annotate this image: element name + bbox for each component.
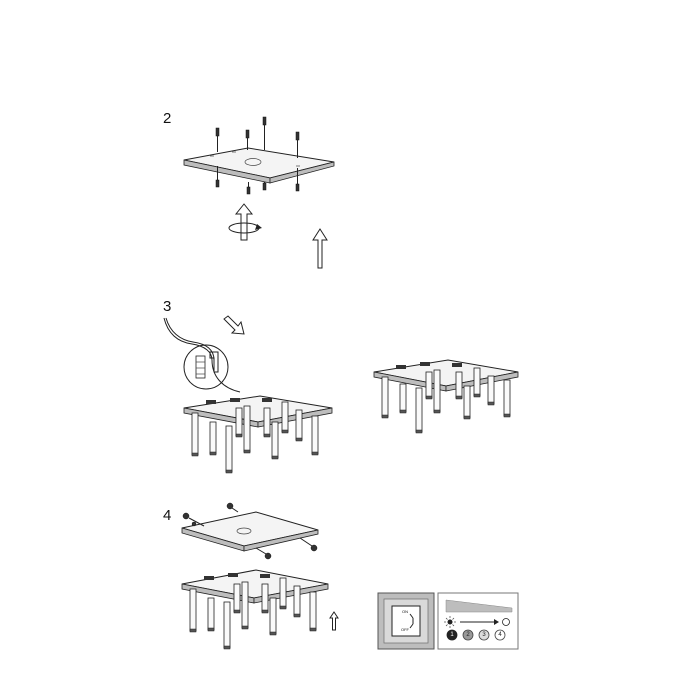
step-4-number: 4: [163, 507, 172, 524]
screw-icon: [245, 129, 250, 150]
svg-text:4: 4: [498, 632, 502, 638]
svg-text:2: 2: [466, 632, 470, 638]
ceiling-lamp: [183, 395, 333, 474]
step-3-number: 3: [163, 298, 172, 315]
brightness-ramp-icon: [445, 599, 513, 613]
screw-icon: [262, 182, 267, 191]
switch-on-label: ON: [402, 609, 408, 614]
screw-icon: [255, 547, 272, 560]
bulb-off-icon: [502, 618, 510, 626]
dimming-level-2: 2: [462, 629, 474, 641]
switch-off-label: OFF: [401, 627, 410, 632]
cable-icon: [163, 317, 241, 393]
screw-icon: [215, 127, 220, 152]
switch-panel: ON OFF 1: [377, 592, 519, 650]
sun-icon: [444, 616, 456, 628]
step-2-number: 2: [163, 110, 172, 127]
screw-icon: [262, 116, 267, 150]
svg-text:3: 3: [482, 632, 486, 638]
screw-icon: [295, 168, 300, 192]
screw-icon: [246, 182, 251, 195]
screw-icon: [299, 537, 318, 552]
terminal-connector-icon: [183, 344, 229, 390]
right-arrow-icon: [460, 619, 499, 625]
rotate-arrow-icon: [228, 203, 262, 241]
wall-switch-icon: ON OFF: [391, 605, 421, 637]
dimming-level-4: 4: [494, 629, 506, 641]
center-hole: [244, 158, 262, 166]
step-4-illustration: [181, 502, 339, 650]
up-arrow-icon: [329, 611, 339, 631]
step-2-illustration: [183, 116, 335, 269]
screw-icon: [182, 512, 205, 527]
dimming-level-1: 1: [446, 629, 458, 641]
screw-icon: [215, 166, 220, 188]
diagonal-arrow-icon: [223, 315, 245, 335]
step-3-illustration: [163, 315, 519, 474]
screw-icon: [191, 521, 197, 527]
ceiling-lamp: [181, 569, 329, 650]
dimming-level-3: 3: [478, 629, 490, 641]
up-arrow-icon: [312, 228, 328, 269]
screw-icon: [226, 502, 239, 513]
screw-icon: [295, 131, 300, 158]
svg-text:1: 1: [450, 632, 454, 638]
mounting-plate: [183, 147, 335, 179]
ceiling-lamp: [373, 359, 519, 434]
